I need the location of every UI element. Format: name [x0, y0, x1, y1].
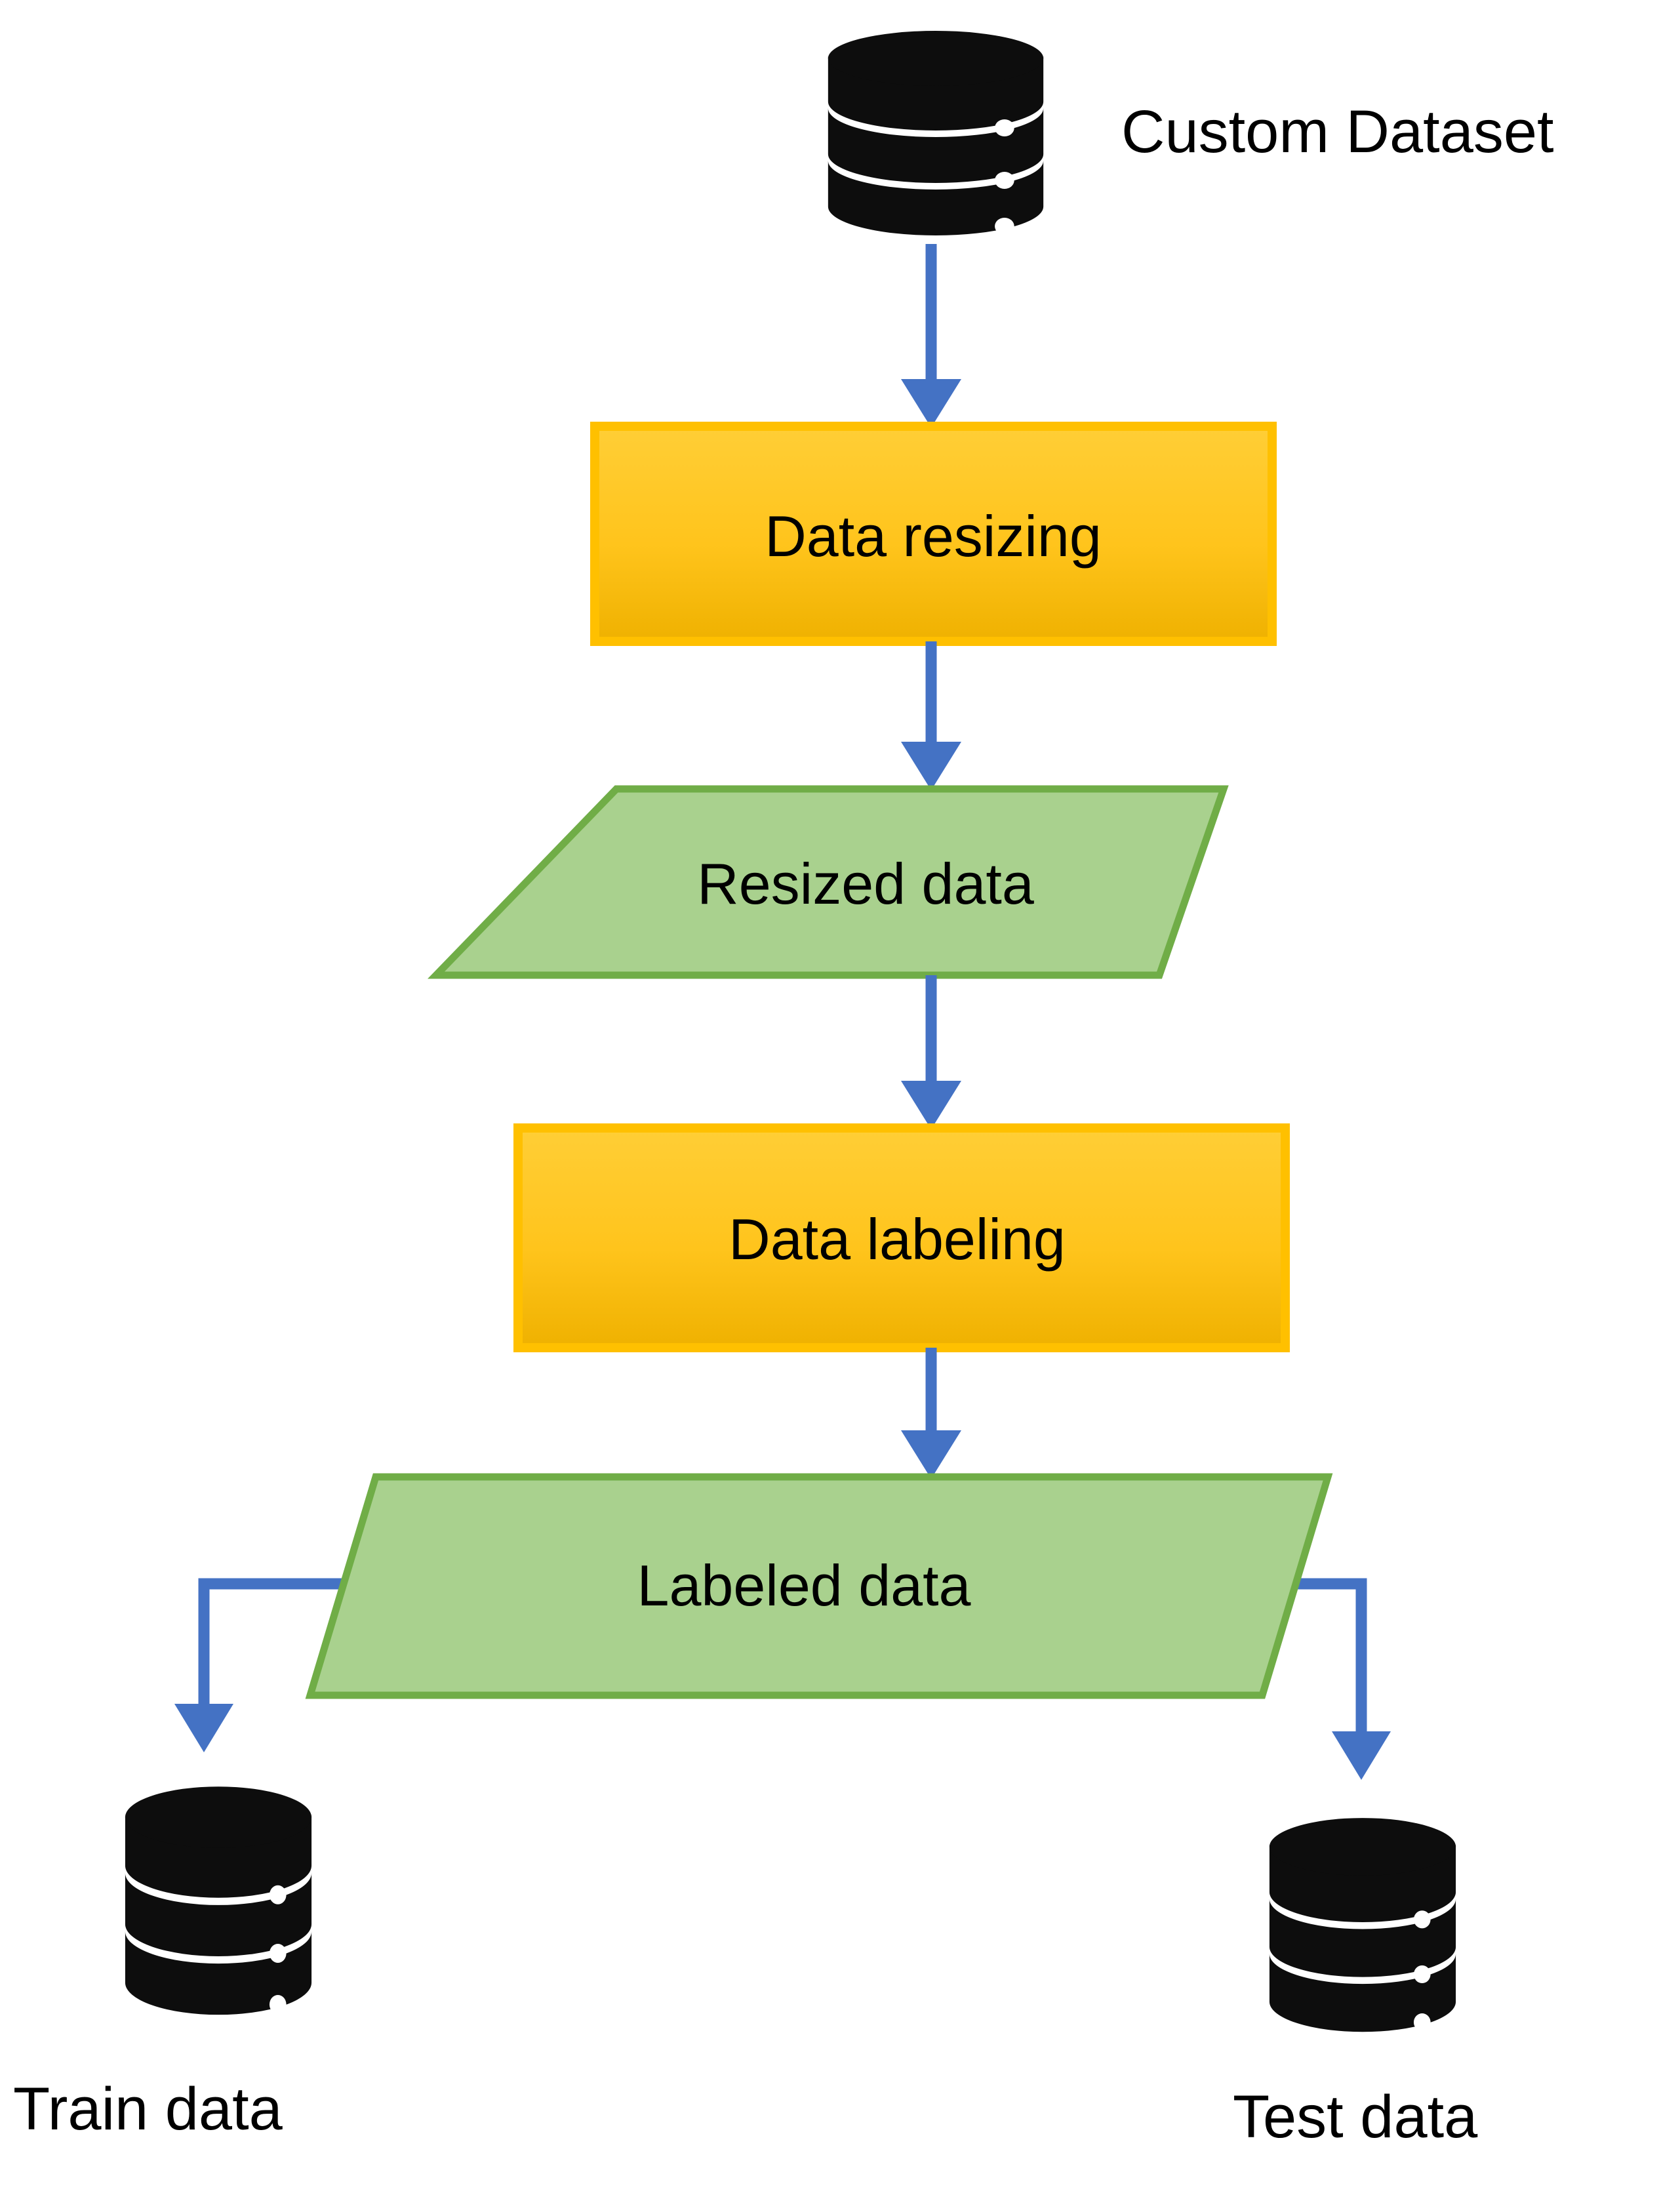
edge-resized-to-labeling: [901, 975, 961, 1129]
node-resized-data[interactable]: [428, 785, 1229, 979]
custom-dataset-label: Custom Dataset: [1121, 98, 1554, 165]
node-data-labeling[interactable]: [513, 1123, 1290, 1352]
data-labeling-label: Data labeling: [729, 1207, 1066, 1272]
test-data-label: Test data: [1233, 2084, 1478, 2150]
edge-resizing-to-resized: [901, 641, 961, 790]
node-labeled-data[interactable]: [305, 1473, 1333, 1699]
edge-labeling-to-labeled: [901, 1348, 961, 1479]
database-icon-custom-dataset: [828, 31, 1044, 235]
edge-dataset-to-resizing: [901, 244, 961, 428]
data-resizing-label: Data resizing: [765, 504, 1102, 569]
labeled-data-label: Labeled data: [637, 1553, 971, 1618]
database-icon-train-data: [125, 1786, 312, 2015]
resized-data-label: Resized data: [697, 851, 1034, 916]
database-icon-test-data: [1269, 1818, 1456, 2032]
train-data-label: Train data: [13, 2076, 283, 2143]
